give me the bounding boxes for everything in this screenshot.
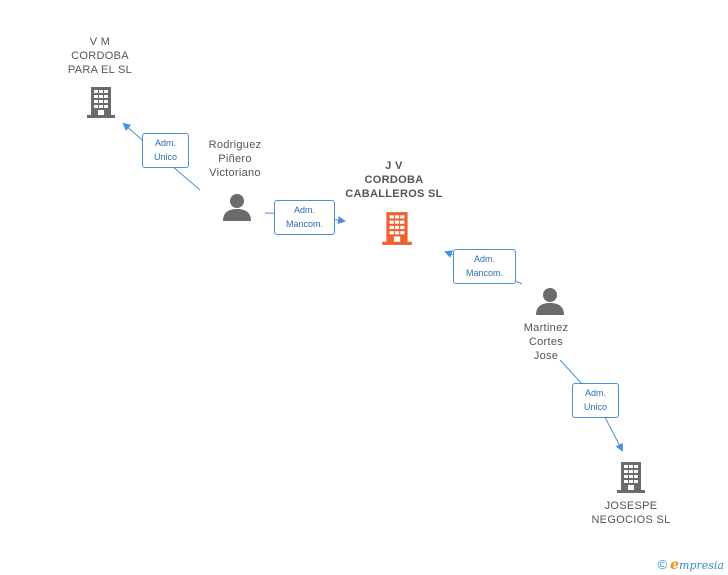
building-icon[interactable] bbox=[381, 210, 413, 246]
relation-box-martinez-josespe[interactable]: Adm. Unico bbox=[572, 383, 619, 418]
relation-label-line: Mancom. bbox=[465, 268, 503, 278]
building-icon[interactable] bbox=[86, 85, 116, 119]
empresia-watermark: ©empresia bbox=[658, 557, 724, 573]
relation-label-line: Unico bbox=[583, 402, 607, 412]
relation-label-line: Unico bbox=[153, 152, 177, 162]
person-icon[interactable] bbox=[535, 286, 565, 316]
relation-label-line: Adm. bbox=[473, 254, 495, 264]
company-label-line: NEGOCIOS SL bbox=[591, 514, 671, 526]
relation-label-line: Mancom. bbox=[285, 219, 323, 229]
person-label-line: Rodriguez bbox=[208, 139, 262, 151]
company-label-jv-cordoba[interactable]: J V CORDOBA CABALLEROS SL bbox=[334, 159, 454, 201]
relation-label-line: Adm. bbox=[154, 138, 176, 148]
relation-box-rodriguez-vm[interactable]: Adm. Unico bbox=[142, 133, 189, 168]
company-label-line: CORDOBA bbox=[71, 50, 129, 62]
relation-box-martinez-jv[interactable]: Adm. Mancom. bbox=[453, 249, 516, 284]
company-label-line: CABALLEROS SL bbox=[345, 188, 443, 200]
company-label-vm-cordoba[interactable]: V M CORDOBA PARA EL SL bbox=[50, 35, 150, 77]
person-label-line: Cortes bbox=[528, 336, 564, 348]
relation-box-rodriguez-jv[interactable]: Adm. Mancom. bbox=[274, 200, 335, 235]
brand-logo-e: e bbox=[670, 557, 680, 573]
building-icon[interactable] bbox=[616, 460, 646, 494]
company-label-line: CORDOBA bbox=[364, 174, 424, 186]
relation-label-line: Adm. bbox=[584, 388, 606, 398]
person-label-line: Martinez bbox=[523, 322, 569, 334]
person-icon[interactable] bbox=[222, 192, 252, 222]
person-label-martinez[interactable]: Martinez Cortes Jose bbox=[501, 321, 591, 363]
relation-label-line: Adm. bbox=[293, 205, 315, 215]
company-label-josespe[interactable]: JOSESPE NEGOCIOS SL bbox=[576, 499, 686, 527]
company-label-line: JOSESPE bbox=[604, 500, 658, 512]
person-label-line: Jose bbox=[533, 350, 559, 362]
company-label-line: V M bbox=[89, 36, 111, 48]
company-label-line: J V bbox=[385, 160, 403, 172]
brand-logo-text: mpresia bbox=[679, 559, 724, 572]
person-label-rodriguez[interactable]: Rodriguez Piñero Victoriano bbox=[190, 138, 280, 180]
person-label-line: Piñero bbox=[218, 153, 252, 165]
company-label-line: PARA EL SL bbox=[67, 64, 133, 76]
copyright-icon: © bbox=[657, 557, 668, 572]
person-label-line: Victoriano bbox=[209, 167, 261, 179]
